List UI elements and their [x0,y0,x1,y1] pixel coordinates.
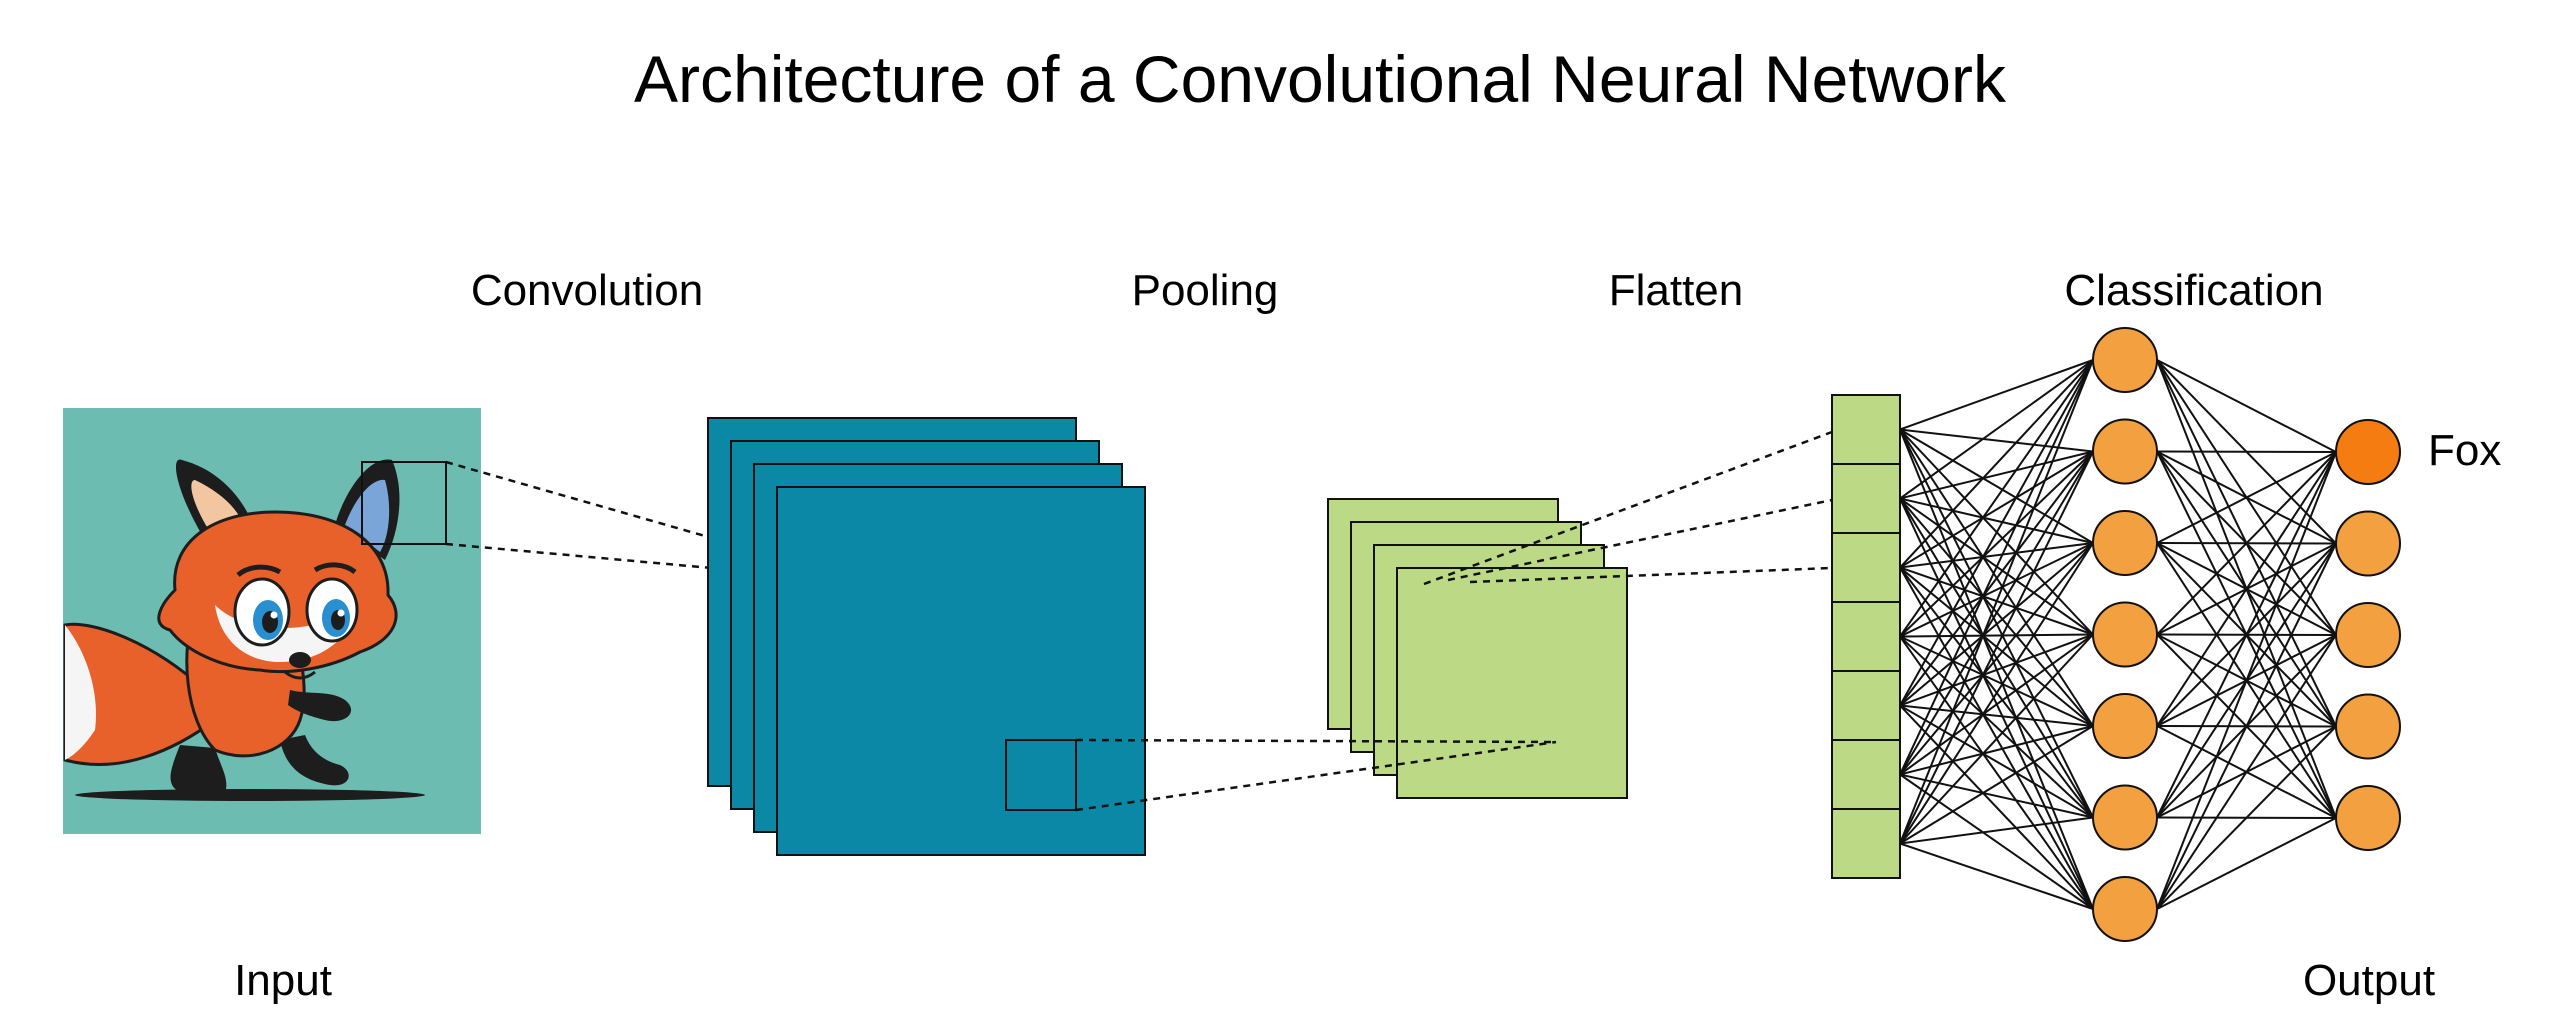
connection-line [1899,450,2094,707]
connection-line [1899,633,2094,845]
connection-line [1899,635,2094,910]
connection-line [1899,635,2094,819]
conv-to-pool-projection [1075,738,1557,812]
connection-line [2156,450,2337,453]
connection-line [1899,633,2094,776]
connection-line [1899,450,2094,638]
conv-map-4 [776,486,1146,856]
hidden-neuron [2092,784,2158,851]
connection-line [1899,359,2094,844]
hidden-neuron [2092,418,2158,485]
connection-line [1899,635,2094,727]
connection-line [1899,428,2094,544]
pool-map-4 [1396,567,1628,799]
connection-line [1899,633,2094,707]
conv-pooling-window [1005,739,1077,811]
flatten-cell [1831,670,1901,741]
flatten-cell [1831,739,1901,810]
hidden-neuron [2092,327,2158,393]
connection-line [2156,451,2337,544]
connection-line [2156,634,2337,910]
stage-label-flatten: Flatten [1609,266,1744,315]
connection-line [1899,451,2094,844]
stage-label-convolution: Convolution [471,266,703,315]
connection-line [1899,842,2094,910]
connection-line [1899,497,2094,544]
connection-line [1899,450,2094,500]
output-label: Output [2303,956,2435,1005]
fc-connections [1899,359,2337,910]
flatten-cell [1831,463,1901,534]
connection-line [1899,359,2094,706]
connection-line [2156,451,2337,818]
connection-line [2156,451,2337,636]
conv-feature-maps [707,417,1146,856]
input-fox-image [63,408,481,834]
stage-label-classification: Classification [2064,266,2323,315]
flatten-cell [1831,808,1901,879]
output-layer [2335,419,2401,851]
connection-line [1899,359,2094,569]
input-label: Input [234,956,332,1005]
input-receptive-field [361,461,447,545]
connection-line [1899,725,2094,845]
output-neuron [2335,693,2401,760]
output-neuron [2335,602,2401,668]
connection-line [1899,633,2094,638]
output-neuron [2335,510,2401,577]
connection-line [1899,359,2094,500]
hidden-neuron [2092,510,2158,576]
connection-line [1899,542,2094,638]
connection-line [1899,773,2094,910]
connection-line [2156,451,2337,910]
connection-line [2156,817,2337,910]
hidden-layer [2092,327,2158,942]
connection-line [1899,704,2094,910]
connection-line [2156,359,2337,453]
output-neuron [2335,785,2401,851]
stage-label-pooling: Pooling [1132,266,1279,315]
connection-line [1899,450,2094,776]
flatten-vector [1831,394,1901,879]
diagram-title: Architecture of a Convolutional Neural N… [634,42,2007,116]
connection-line [2156,725,2337,910]
predicted-class-label: Fox [2428,426,2501,475]
connection-line [1899,816,2094,845]
output-neuron-fox [2335,419,2401,485]
connection-line [1899,450,2094,569]
connection-line [1899,428,2094,453]
hidden-neuron [2092,876,2158,942]
connection-line [2156,451,2337,727]
flatten-cell [1831,601,1901,672]
hidden-neuron [2092,601,2158,668]
connection-line [1899,704,2094,727]
hidden-neuron [2092,693,2158,759]
connection-line [1899,725,2094,776]
connection-line [1899,359,2094,431]
flatten-cell [1831,532,1901,603]
flatten-cell [1831,394,1901,465]
pool-to-flatten-projection [1423,430,1833,586]
connection-line [2156,543,2337,910]
connection-line [1899,359,2094,638]
connection-line [1899,542,2094,776]
connection-line [1899,704,2094,819]
connection-line [1899,359,2094,775]
connection-line [1899,773,2094,819]
connection-line [1899,542,2094,845]
connection-line [1899,542,2094,569]
connection-line [1899,542,2094,707]
